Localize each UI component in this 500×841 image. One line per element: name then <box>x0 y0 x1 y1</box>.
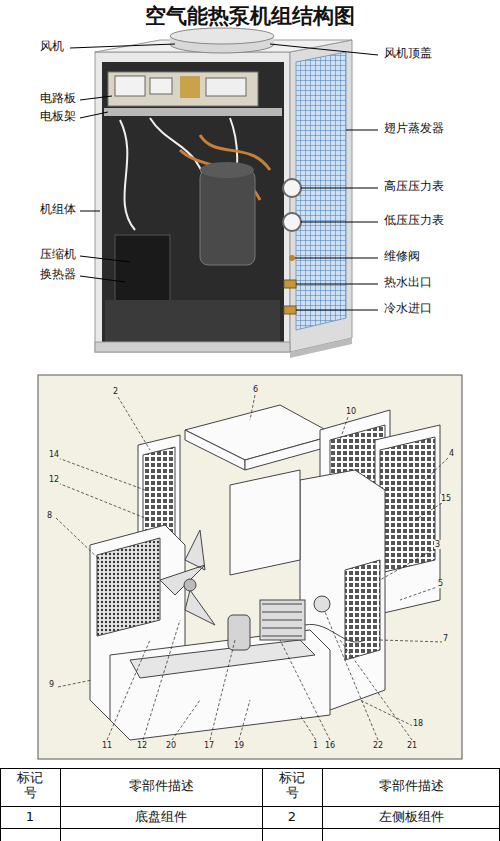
callout-number: 10 <box>345 407 357 416</box>
callout-number: 22 <box>372 741 384 750</box>
exploded-view <box>90 405 440 740</box>
table-cell: 2 <box>262 810 322 825</box>
part-label: 维修阀 <box>384 250 420 264</box>
drawing-frame <box>38 375 462 759</box>
part-label: 电板架 <box>40 110 76 124</box>
callout-number: 1 <box>312 741 319 750</box>
callout-number: 18 <box>412 719 424 728</box>
part-label: 翅片蒸发器 <box>384 122 444 136</box>
callout-number: 20 <box>165 741 177 750</box>
title: 空气能热泵机组结构图 <box>145 4 355 28</box>
callout-number: 16 <box>324 741 336 750</box>
callout-number: 14 <box>48 450 60 459</box>
part-label: 风机顶盖 <box>384 47 432 61</box>
table-cell: 标记号 <box>262 771 322 801</box>
callout-number: 2 <box>112 387 119 396</box>
callout-number: 9 <box>48 680 55 689</box>
table-cell: 1 <box>0 810 60 825</box>
callout-number: 11 <box>101 741 113 750</box>
part-label: 风机 <box>40 40 64 54</box>
leader-lines <box>70 44 378 310</box>
heat-pump-photo <box>95 28 352 358</box>
table-cell: 零部件描述 <box>60 779 262 794</box>
callout-number: 15 <box>440 494 452 503</box>
callout-number: 12 <box>48 475 60 484</box>
part-label: 电路板 <box>40 92 76 106</box>
callout-number: 4 <box>448 449 455 458</box>
callout-number: 3 <box>434 540 441 549</box>
callout-leaders <box>56 395 448 740</box>
callout-number: 12 <box>136 741 148 750</box>
part-label: 换热器 <box>40 268 76 282</box>
table-cell: 标记号 <box>0 771 60 801</box>
table-cell: 底盘组件 <box>60 810 262 825</box>
part-label: 高压压力表 <box>384 180 444 194</box>
table-cell: 零部件描述 <box>322 779 500 794</box>
callout-number: 21 <box>406 741 418 750</box>
callout-number: 6 <box>252 385 259 394</box>
part-label: 热水出口 <box>384 276 432 290</box>
callout-number: 8 <box>46 511 53 520</box>
callout-number: 5 <box>437 579 444 588</box>
callout-number: 19 <box>233 741 245 750</box>
part-label: 机组体 <box>40 203 76 217</box>
part-label: 冷水进口 <box>384 302 432 316</box>
callout-number: 17 <box>203 741 215 750</box>
callout-number: 7 <box>442 634 449 643</box>
part-label: 压缩机 <box>40 248 76 262</box>
table-cell: 左侧板组件 <box>322 810 500 825</box>
parts-table <box>0 768 500 841</box>
part-label: 低压压力表 <box>384 214 444 228</box>
